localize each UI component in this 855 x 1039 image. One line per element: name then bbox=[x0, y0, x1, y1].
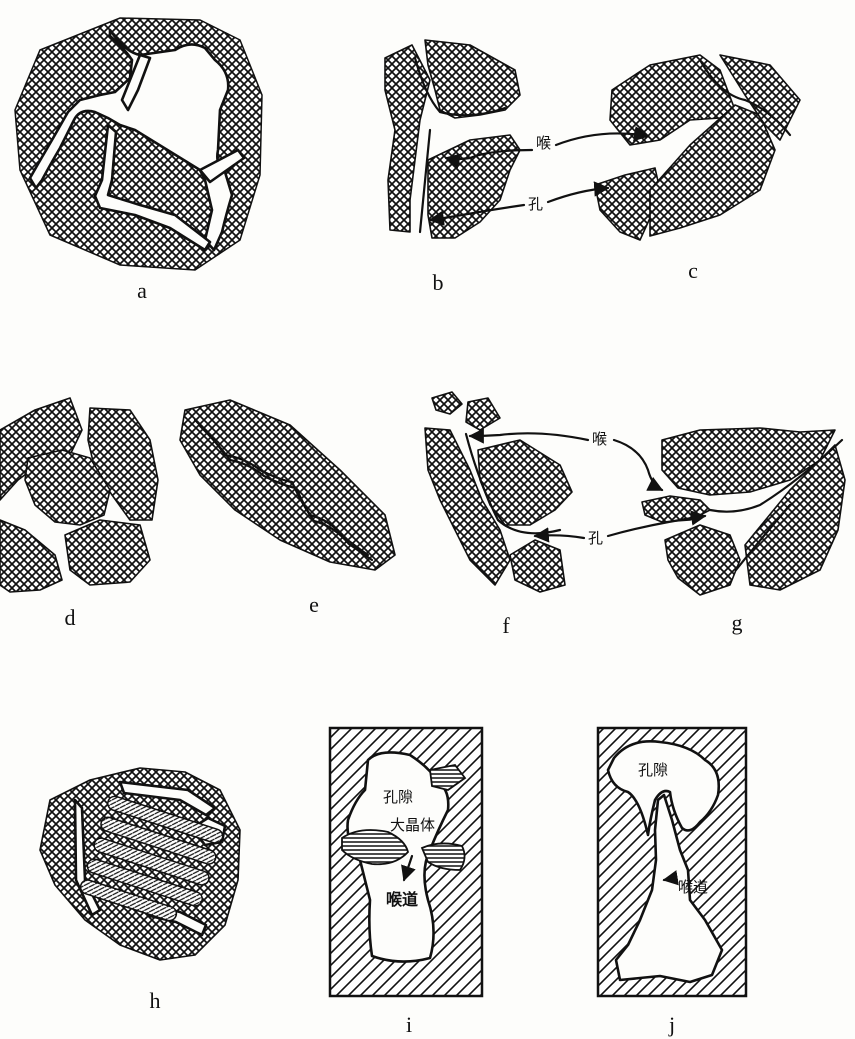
fg-pore-arrow-left bbox=[535, 535, 584, 538]
panel-a-label: a bbox=[137, 278, 147, 303]
panel-c-label: c bbox=[688, 258, 698, 283]
panel-i-pore-text: 孔隙 bbox=[383, 788, 413, 806]
panel-e-label: e bbox=[309, 592, 319, 617]
panel-h-label: h bbox=[150, 988, 161, 1013]
panel-h-diagram bbox=[40, 768, 240, 960]
panel-a-diagram bbox=[15, 18, 262, 270]
panel-j-label: j bbox=[668, 1012, 675, 1037]
panel-g-diagram bbox=[642, 428, 845, 595]
panel-i-label: i bbox=[406, 1012, 412, 1037]
fg-throat-arrow-left bbox=[470, 433, 588, 440]
bc-pore-text: 孔 bbox=[528, 195, 543, 213]
fg-throat-arrow-right bbox=[614, 440, 662, 490]
panel-f-diagram bbox=[425, 392, 572, 592]
panel-e-diagram bbox=[180, 400, 395, 570]
bc-throat-text: 喉 bbox=[536, 134, 551, 152]
panel-b-label: b bbox=[433, 270, 444, 295]
panel-g-label: g bbox=[732, 610, 743, 635]
panel-i-throat-text: 喉道 bbox=[386, 890, 418, 909]
panel-d-diagram bbox=[0, 398, 158, 592]
fg-pore-text: 孔 bbox=[588, 529, 603, 547]
fg-throat-text: 喉 bbox=[592, 430, 607, 448]
panel-f-label: f bbox=[502, 613, 510, 638]
panel-i-crystal-text: 大晶体 bbox=[390, 816, 435, 834]
panel-j-throat-text: 喉道 bbox=[678, 878, 708, 896]
panel-j-pore-text: 孔隙 bbox=[638, 761, 668, 779]
panel-c-diagram bbox=[595, 55, 800, 240]
panel-i-diagram: 孔隙 大晶体 喉道 bbox=[330, 728, 482, 996]
panel-d-label: d bbox=[65, 605, 76, 630]
panel-j-diagram: 孔隙 喉道 bbox=[598, 728, 746, 996]
